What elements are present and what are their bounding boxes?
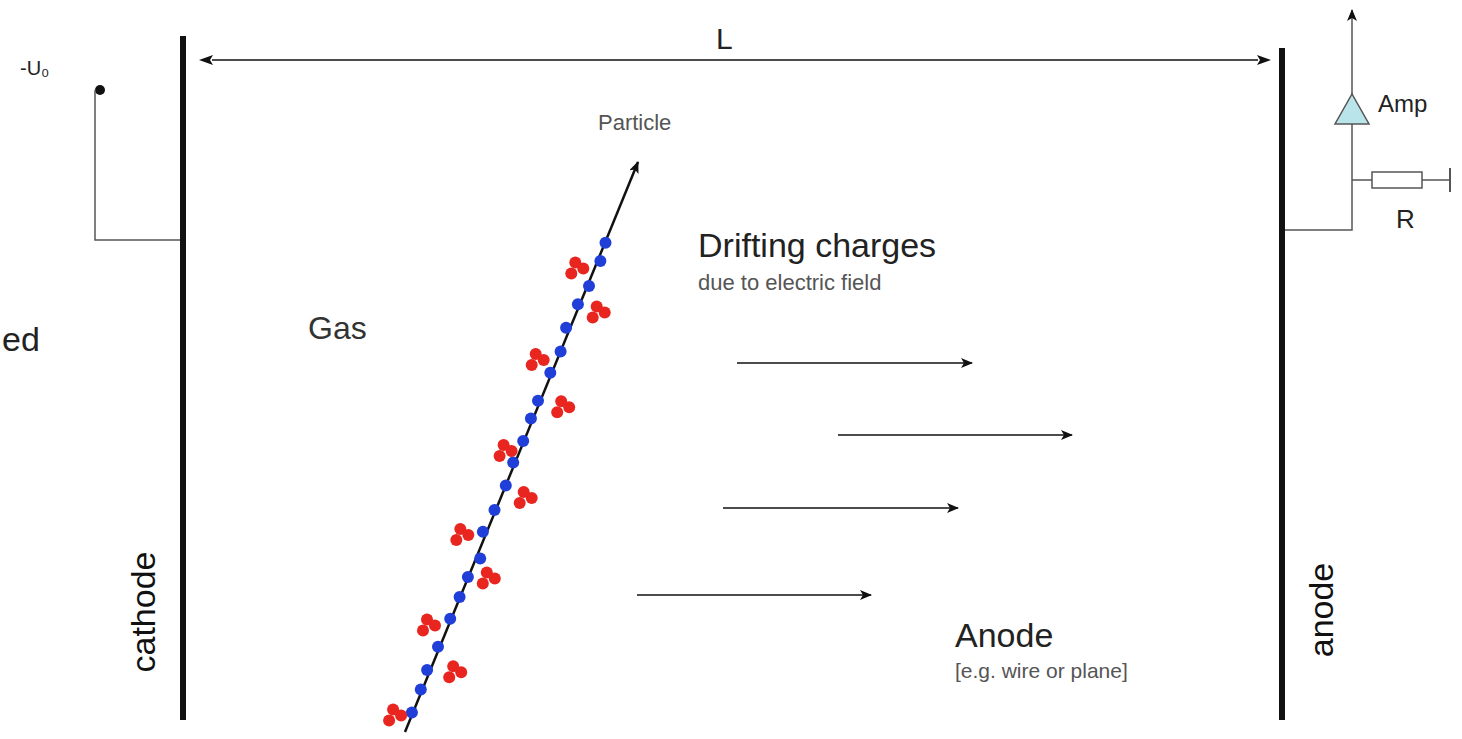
amp-output — [1351, 10, 1353, 94]
ion-dot — [551, 406, 563, 418]
electron-dot — [594, 255, 606, 267]
ion-dot — [429, 619, 441, 631]
ion-dot — [506, 445, 518, 457]
voltage-label: -U₀ — [20, 58, 49, 78]
electron-dot — [415, 684, 427, 696]
ion-dot — [565, 267, 577, 279]
ion-dot — [455, 666, 467, 678]
electron-dot — [507, 457, 519, 469]
resistor-symbol — [1372, 172, 1422, 188]
ion-dot — [489, 573, 501, 585]
drift-arrow — [838, 434, 1072, 436]
resistor-label: R — [1396, 206, 1415, 232]
electron-dot — [525, 413, 537, 425]
electron-dot — [544, 367, 556, 379]
electron-dot — [444, 613, 456, 625]
electron-dot — [421, 664, 433, 676]
electron-dot — [532, 395, 544, 407]
anode-plate — [1279, 48, 1285, 720]
ion-dot — [383, 714, 395, 726]
resistor-wire — [1422, 179, 1450, 181]
ion-dot — [526, 359, 538, 371]
anode-note: [e.g. wire or plane] — [955, 660, 1128, 681]
electron-dot — [560, 322, 572, 334]
electrode-label: anode — [1304, 563, 1338, 658]
electron-dot — [572, 298, 584, 310]
ion-dot — [577, 262, 589, 274]
cut-text: ed — [2, 322, 40, 356]
ion-dot — [514, 497, 526, 509]
ion-dot — [526, 492, 538, 504]
electron-dot — [500, 480, 512, 492]
terminal-dot — [95, 85, 105, 95]
electron-dot — [517, 435, 529, 447]
amp-label: Amp — [1378, 92, 1427, 116]
electron-dot — [454, 591, 466, 603]
electron-dot — [406, 707, 418, 719]
ion-dot — [599, 307, 611, 319]
dimension-label: L — [716, 24, 733, 54]
resistor-wire — [1352, 179, 1372, 181]
electron-dot — [600, 237, 612, 249]
drift-arrow — [637, 594, 871, 596]
particle-label: Particle — [598, 112, 671, 134]
ionization-charges — [383, 237, 611, 727]
ion-dot — [443, 671, 455, 683]
length-dimension — [212, 59, 1258, 61]
medium-label: Gas — [308, 312, 367, 344]
ion-dot — [462, 529, 474, 541]
process-note: due to electric field — [698, 272, 881, 294]
drift-arrow — [723, 507, 958, 509]
ion-dot — [587, 312, 599, 324]
cathode-wire — [95, 90, 180, 240]
anode-wire — [1285, 124, 1352, 230]
ion-dot — [477, 578, 489, 590]
amplifier-symbol — [1335, 94, 1369, 124]
electron-dot — [474, 552, 486, 564]
electron-dot — [583, 280, 595, 292]
electron-dot — [555, 346, 567, 358]
drift-arrow — [737, 362, 972, 364]
ion-dot — [417, 624, 429, 636]
ion-dot — [563, 401, 575, 413]
process-label: Drifting charges — [698, 228, 936, 262]
electron-dot — [489, 504, 501, 516]
electron-dot — [432, 641, 444, 653]
cathode-plate — [180, 36, 186, 720]
electrode-label: cathode — [126, 552, 160, 673]
electron-dot — [462, 571, 474, 583]
particle-track — [405, 162, 638, 732]
ion-dot — [494, 450, 506, 462]
ground-symbol — [1449, 168, 1451, 192]
ion-dot — [450, 534, 462, 546]
anode-label: Anode — [955, 618, 1053, 652]
ion-dot — [395, 709, 407, 721]
electron-dot — [477, 526, 489, 538]
ion-dot — [538, 354, 550, 366]
